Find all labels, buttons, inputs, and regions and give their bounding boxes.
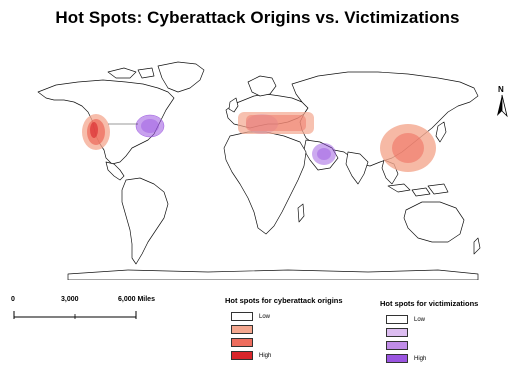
scandinavia-landmass — [247, 75, 277, 97]
legend-swatch — [386, 341, 408, 350]
madagascar-landmass — [297, 203, 305, 223]
legend-victimizations-title: Hot spots for victimizations — [380, 299, 479, 308]
legend-label: High — [414, 355, 427, 362]
legend-label: Low — [414, 316, 426, 323]
scale-bar: 0 3,000 6,000 Miles — [10, 296, 170, 326]
south-america-landmass — [121, 177, 169, 265]
legend-origins-row — [231, 323, 343, 336]
legend-victimizations-row: High — [386, 352, 478, 365]
legend-origins-row: Low — [231, 310, 343, 323]
world-map — [8, 52, 492, 280]
north-arrow-letter: N — [498, 85, 504, 94]
legend-origins-title: Hot spots for cyberattack origins — [225, 296, 343, 305]
uk-landmass — [228, 97, 239, 113]
scale-label-3000: 3,000 — [61, 296, 79, 303]
central-america-landmass — [105, 161, 125, 181]
world-map-svg — [37, 61, 481, 280]
origin-hotspots — [82, 112, 436, 172]
victim-hotspot-middle-east — [312, 143, 336, 165]
legend-swatch — [231, 325, 253, 334]
legend-label: Low — [259, 313, 271, 320]
legend-swatch — [231, 351, 253, 360]
legend-swatch — [386, 354, 408, 363]
map-title: Hot Spots: Cyberattack Origins vs. Victi… — [55, 8, 460, 27]
legend-victimizations-row: Low — [386, 313, 478, 326]
africa-landmass — [223, 131, 307, 235]
india-landmass — [345, 151, 369, 185]
greenland-landmass — [157, 61, 205, 93]
legend-origins-row — [231, 336, 343, 349]
origin-hotspot-europe — [238, 112, 314, 134]
scale-label-0: 0 — [11, 296, 15, 303]
scale-label-6000: 6,000 Miles — [118, 296, 155, 303]
legend-swatch — [231, 338, 253, 347]
antarctica-landmass — [67, 269, 479, 280]
scale-bar-graphic — [13, 311, 137, 319]
indonesia-islands — [387, 183, 449, 197]
legend-victimizations-row — [386, 326, 478, 339]
legend-swatch — [231, 312, 253, 321]
new-zealand-landmass — [473, 237, 481, 255]
legend-origins: Hot spots for cyberattack origins Low Hi… — [225, 296, 343, 362]
north-arrow-icon — [497, 94, 508, 118]
legend-swatch — [386, 315, 408, 324]
arctic-islands — [107, 67, 155, 79]
legend-victimizations-row — [386, 339, 478, 352]
legend-label: High — [259, 352, 272, 359]
victim-hotspot-eastern-us — [135, 114, 165, 138]
legend-victimizations: Hot spots for victimizations Low High — [380, 296, 478, 365]
north-arrow: N — [495, 85, 509, 118]
legend-origins-row: High — [231, 349, 343, 362]
australia-landmass — [403, 201, 465, 243]
japan-landmass — [435, 121, 447, 143]
legend-swatch — [386, 328, 408, 337]
